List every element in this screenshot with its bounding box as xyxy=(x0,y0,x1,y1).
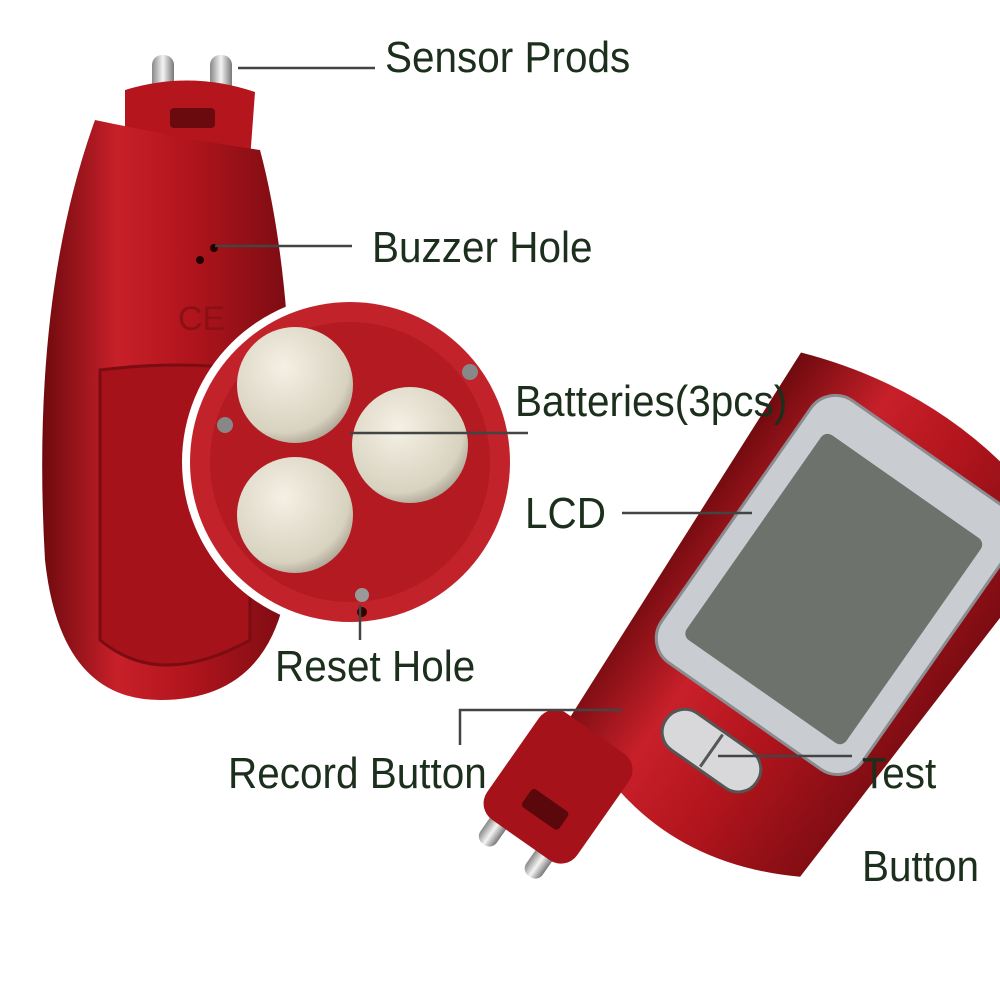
battery-coin xyxy=(237,327,353,443)
leader-lines xyxy=(215,66,852,758)
battery-compartment-inset xyxy=(182,294,518,630)
lcd-screen xyxy=(685,433,983,745)
label-batteries: Batteries(3pcs) xyxy=(515,377,788,426)
label-sensor-prods: Sensor Prods xyxy=(385,33,631,82)
label-lcd: LCD xyxy=(525,489,606,538)
front-view-device xyxy=(478,352,1000,879)
label-record-button: Record Button xyxy=(228,749,487,798)
label-buzzer-hole: Buzzer Hole xyxy=(372,223,593,272)
battery-coin xyxy=(237,457,353,573)
battery-coin xyxy=(352,387,468,503)
label-reset-hole: Reset Hole xyxy=(275,642,476,691)
label-test-button-line2: Button xyxy=(862,842,980,891)
label-test-button-line1: Test xyxy=(862,749,937,798)
svg-text:CE: CE xyxy=(178,300,225,338)
